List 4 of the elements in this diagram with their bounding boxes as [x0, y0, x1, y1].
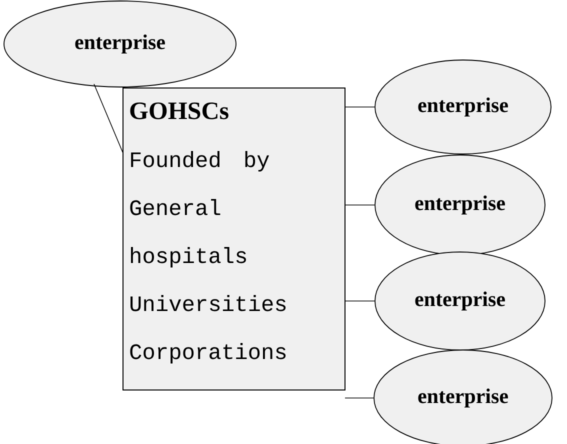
- connector-line: [344, 204, 375, 206]
- connector-line: [344, 300, 375, 302]
- callout-tail: [94, 84, 124, 154]
- connector-line: [344, 106, 375, 108]
